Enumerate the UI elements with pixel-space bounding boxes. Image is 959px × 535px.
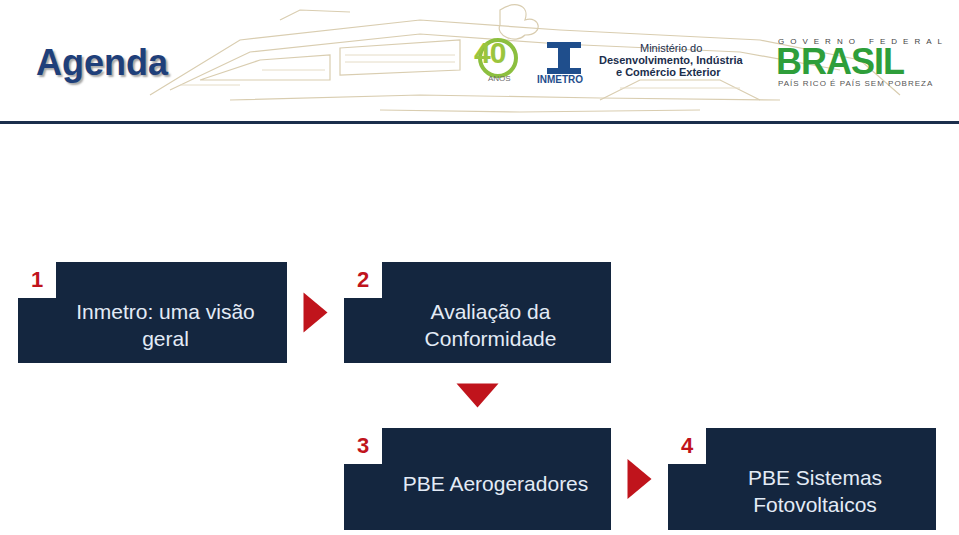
- anniversary-number: 40: [474, 36, 505, 70]
- brasil-logo: BRASIL: [776, 44, 904, 80]
- government-slogan: PAÍS RICO É PAÍS SEM POBREZA: [778, 79, 933, 88]
- step-number: 3: [344, 428, 382, 464]
- step-number: 2: [344, 262, 382, 298]
- step-title: PBE Aerogeradores: [384, 470, 607, 497]
- agenda-box: 2Avaliação da Conformidade: [344, 262, 611, 363]
- step-title: PBE Sistemas Fotovoltaicos: [715, 464, 915, 518]
- header-rule: [0, 121, 959, 124]
- ministry-line: e Comércio Exterior: [616, 66, 721, 78]
- step-number: 4: [668, 428, 706, 464]
- flow-arrow: [304, 293, 328, 333]
- flow-arrow: [457, 384, 499, 408]
- agenda-box: 3PBE Aerogeradores: [344, 428, 611, 530]
- flow-arrow: [628, 459, 652, 499]
- step-number: 1: [18, 262, 56, 298]
- inmetro-logo: [547, 42, 581, 74]
- ministry-line: Desenvolvimento, Indústria: [599, 54, 743, 66]
- inmetro-wordmark: INMETRO: [537, 74, 583, 85]
- step-title: Avaliação da Conformidade: [391, 298, 591, 352]
- agenda-box: 4PBE Sistemas Fotovoltaicos: [668, 428, 936, 530]
- agenda-box: 1Inmetro: uma visão geral: [18, 262, 287, 363]
- ministry-line: Ministério do: [640, 42, 702, 54]
- anniversary-word: ANOS: [488, 74, 511, 83]
- step-title: Inmetro: uma visão geral: [71, 298, 261, 352]
- slide-title: Agenda: [36, 42, 168, 84]
